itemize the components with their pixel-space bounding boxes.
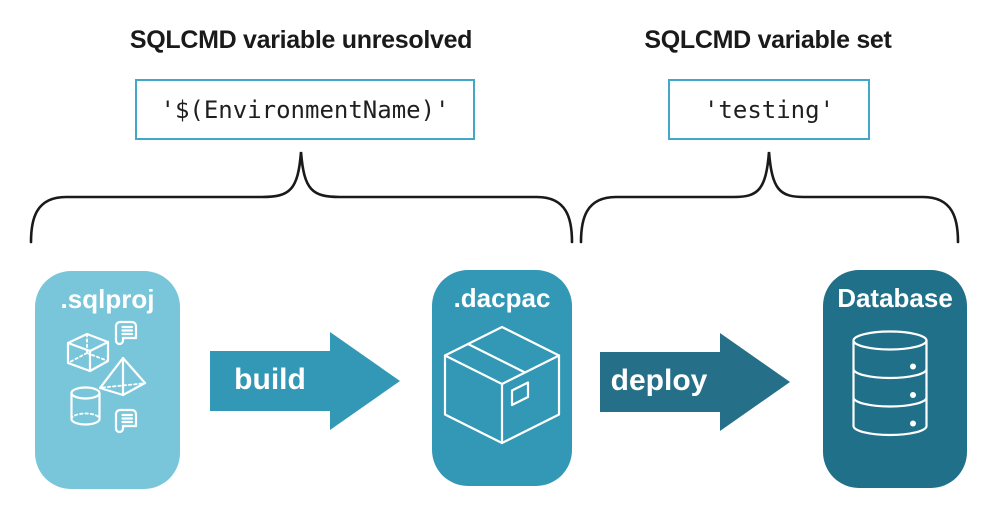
package-icon xyxy=(443,325,561,445)
pyramid-icon xyxy=(98,356,147,397)
build-arrow-label: build xyxy=(234,363,306,396)
database-label: Database xyxy=(837,283,953,313)
left-brace-icon xyxy=(29,151,574,244)
deploy-arrow-label: deploy xyxy=(610,364,708,397)
script-icon xyxy=(114,320,138,346)
deploy-arrow xyxy=(600,333,790,431)
build-arrow xyxy=(210,332,400,430)
code-set-variable: 'testing' xyxy=(703,95,835,124)
heading-sqlcmd-unresolved: SQLCMD variable unresolved xyxy=(129,26,473,54)
heading-sqlcmd-set: SQLCMD variable set xyxy=(644,26,892,54)
code-unresolved-variable: '$(EnvironmentName)' xyxy=(160,95,450,124)
database-icon xyxy=(852,330,928,437)
cube-icon xyxy=(66,332,110,373)
build-arrow-shape xyxy=(210,332,400,430)
deploy-arrow-shape xyxy=(600,333,790,431)
sql-objects-icon xyxy=(66,320,147,434)
script-icon xyxy=(114,408,138,434)
sqlproj-node: .sqlproj xyxy=(35,271,180,489)
database-node: Database xyxy=(823,270,967,488)
dacpac-label: .dacpac xyxy=(453,283,551,313)
codebox-set-variable: 'testing' xyxy=(668,79,870,140)
cylinder-icon xyxy=(70,386,101,426)
sqlproj-label: .sqlproj xyxy=(60,284,155,314)
right-brace-icon xyxy=(579,151,960,244)
codebox-unresolved-variable: '$(EnvironmentName)' xyxy=(135,79,475,140)
dacpac-node: .dacpac xyxy=(432,270,572,486)
